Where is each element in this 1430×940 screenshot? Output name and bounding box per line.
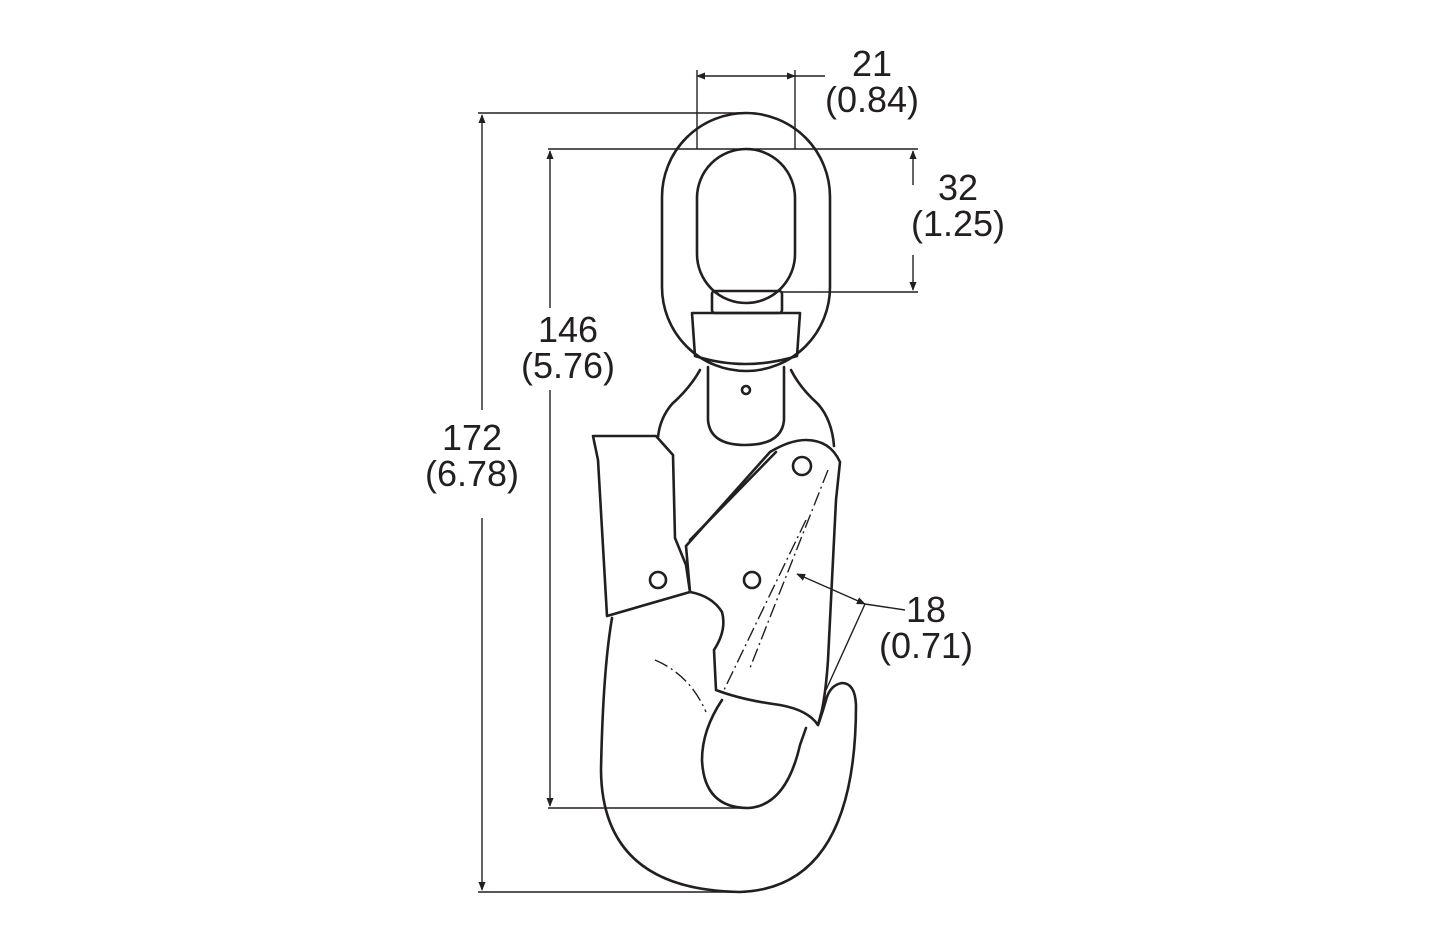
gate-phantom-3 xyxy=(654,659,707,713)
gate-rivet-top xyxy=(791,455,813,477)
dim-body-length-metric: 146 xyxy=(538,309,598,350)
dim-gate-opening-imperial: (0.71) xyxy=(879,625,973,666)
gate-rivet-mid xyxy=(742,570,762,590)
dim-gate-opening-metric: 18 xyxy=(906,589,946,630)
dim-eye-width-imperial: (0.84) xyxy=(825,79,919,120)
swivel-eye-inner xyxy=(695,147,797,305)
dim-eye-inner-length-imperial: (1.25) xyxy=(911,203,1005,244)
dim-eye-width: 21 (0.84) xyxy=(696,43,919,149)
gate-phantom-1 xyxy=(749,469,829,669)
dim-overall-length-metric: 172 xyxy=(442,417,502,458)
body-shoulder-right xyxy=(789,368,836,448)
dim-gate-opening: 18 (0.71) xyxy=(796,573,973,691)
gate xyxy=(684,438,842,727)
dim-overall-length: 172 (6.78) xyxy=(425,112,745,893)
swivel-neck xyxy=(706,365,786,447)
dim-eye-inner-length: 32 (1.25) xyxy=(548,148,1005,293)
hook-body xyxy=(599,616,858,894)
gate-phantom-2 xyxy=(723,519,807,691)
lever-rivet xyxy=(648,570,668,590)
dim-eye-width-metric: 21 xyxy=(852,43,892,84)
swivel-eye-outer xyxy=(660,111,832,373)
swivel-barrel xyxy=(690,311,802,366)
dim-body-length-imperial: (5.76) xyxy=(521,345,615,386)
snap-hook-outline xyxy=(591,111,858,894)
neck-rivet xyxy=(740,384,752,396)
dim-overall-length-imperial: (6.78) xyxy=(425,453,519,494)
dim-body-length: 146 (5.76) xyxy=(521,150,745,809)
gate-inner-edge xyxy=(688,450,778,542)
hook-throat xyxy=(700,698,808,810)
body-shoulder-left xyxy=(656,368,702,439)
locking-lever xyxy=(591,434,692,618)
dim-eye-inner-length-metric: 32 xyxy=(938,167,978,208)
